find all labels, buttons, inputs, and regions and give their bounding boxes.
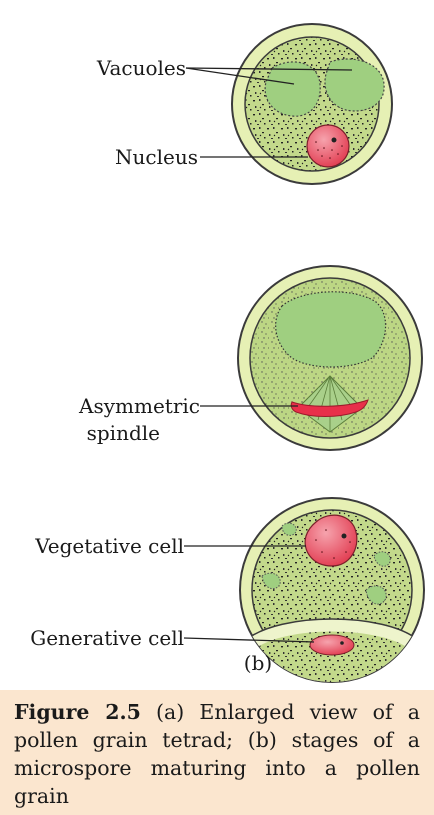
chromosome-plate bbox=[290, 399, 369, 417]
generative-cell-leader-line bbox=[183, 637, 315, 643]
vegetative-cell-label: Vegetative cell bbox=[34, 534, 184, 558]
vacuole-left bbox=[264, 61, 321, 117]
nucleus-label: Nucleus bbox=[115, 145, 198, 169]
small-vacuole-2 bbox=[261, 572, 281, 590]
figure-caption-box: Figure 2.5 (a) Enlarged view of a pollen… bbox=[0, 690, 434, 815]
figure-caption: Figure 2.5 (a) Enlarged view of a pollen… bbox=[14, 698, 420, 810]
generative-cell-label: Generative cell bbox=[30, 626, 184, 650]
vegetative-nucleus bbox=[304, 514, 358, 567]
pollen-development-diagram: Vacuoles Nucleus Asymmetric spindle bbox=[30, 23, 425, 683]
figure-number: Figure 2.5 bbox=[14, 700, 141, 724]
generative-nucleus bbox=[309, 634, 355, 656]
large-vacuole bbox=[275, 291, 387, 368]
microspore-stage-2 bbox=[237, 265, 423, 451]
vacuole-right bbox=[324, 58, 385, 112]
vacuoles-label: Vacuoles bbox=[96, 56, 186, 80]
nucleus bbox=[306, 124, 350, 168]
vacuoles-leader-line-2 bbox=[185, 67, 353, 71]
caption-text: (a) Enlarged view of a pollen grain tetr… bbox=[14, 700, 420, 808]
part-b-label: (b) bbox=[244, 651, 272, 675]
asymmetric-spindle-label-line2: spindle bbox=[87, 421, 160, 445]
asymmetric-spindle-label-line1: Asymmetric bbox=[78, 394, 200, 418]
small-vacuole-1 bbox=[281, 522, 297, 536]
small-vacuole-4 bbox=[365, 585, 387, 605]
small-vacuole-3 bbox=[373, 551, 391, 567]
vacuoles-leader-line-1 bbox=[185, 67, 295, 85]
microspore-stage-1 bbox=[231, 23, 393, 185]
